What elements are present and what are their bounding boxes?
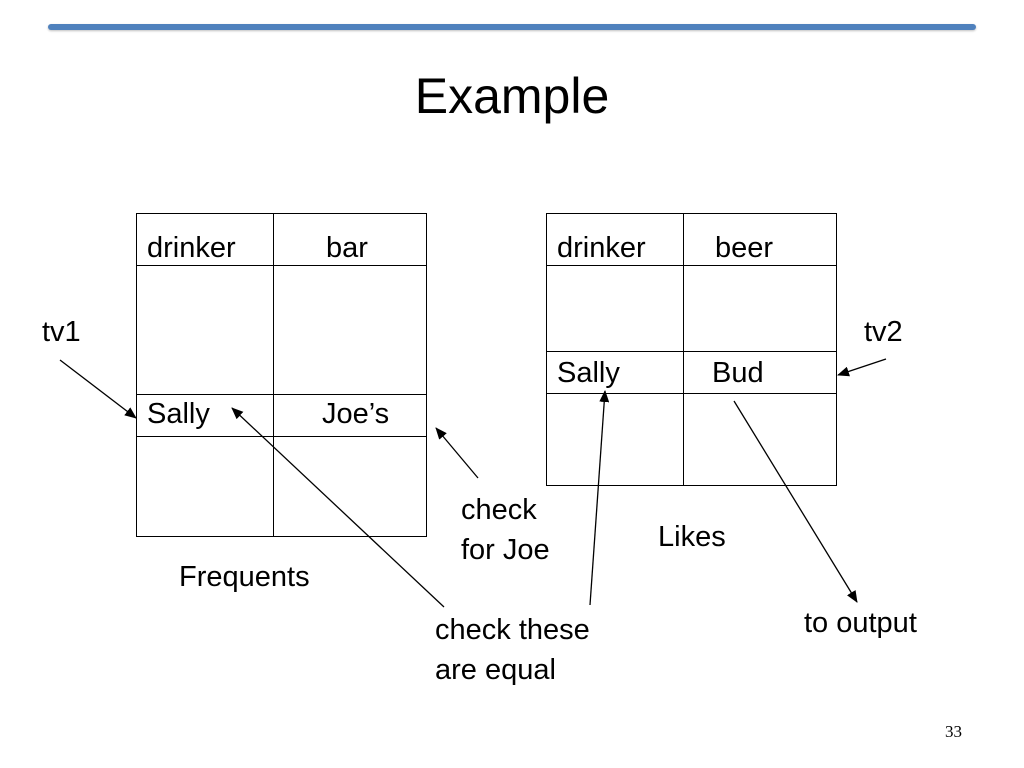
frequents-row-top-divider [137, 394, 426, 395]
likes-header-beer: beer [715, 232, 774, 264]
equal-arrow-to-likes [589, 390, 610, 606]
check-equal-line-2: are equal [435, 654, 556, 686]
likes-cell-drinker: Sally [557, 357, 620, 389]
frequents-column-divider [273, 214, 274, 536]
likes-header-drinker: drinker [557, 232, 646, 264]
check-for-joe-line-1: check [461, 494, 537, 526]
tv2-label: tv2 [864, 316, 903, 348]
likes-table [546, 213, 837, 486]
frequents-table [136, 213, 427, 537]
frequents-header-bar: bar [326, 232, 368, 264]
frequents-header-drinker: drinker [147, 232, 236, 264]
check-equal-line-1: check these [435, 614, 590, 646]
equal-arrow-to-frequents [231, 407, 445, 608]
check-equal-note: check these are equal [435, 610, 590, 690]
check-for-joe-note: check for Joe [461, 490, 550, 570]
frequents-caption: Frequents [179, 561, 310, 593]
tv1-arrow [59, 359, 137, 419]
to-output-label: to output [804, 607, 917, 639]
tv2-arrow [837, 358, 887, 377]
likes-column-divider [683, 214, 684, 485]
likes-header-divider [547, 265, 836, 266]
page-number: 33 [945, 722, 962, 741]
frequents-row-bottom-divider [137, 436, 426, 437]
likes-row-bottom-divider [547, 393, 836, 394]
likes-caption: Likes [658, 521, 726, 553]
frequents-header-divider [137, 265, 426, 266]
to-output-arrow [733, 400, 858, 603]
check-for-joe-line-2: for Joe [461, 534, 550, 566]
frequents-cell-bar: Joe’s [322, 398, 390, 430]
frequents-cell-drinker: Sally [147, 398, 210, 430]
likes-cell-beer: Bud [712, 357, 764, 389]
slide-title: Example [414, 68, 610, 124]
likes-row-top-divider [547, 351, 836, 352]
check-for-joe-arrow [435, 427, 479, 479]
tv1-label: tv1 [42, 316, 81, 348]
top-accent-bar [48, 24, 976, 30]
